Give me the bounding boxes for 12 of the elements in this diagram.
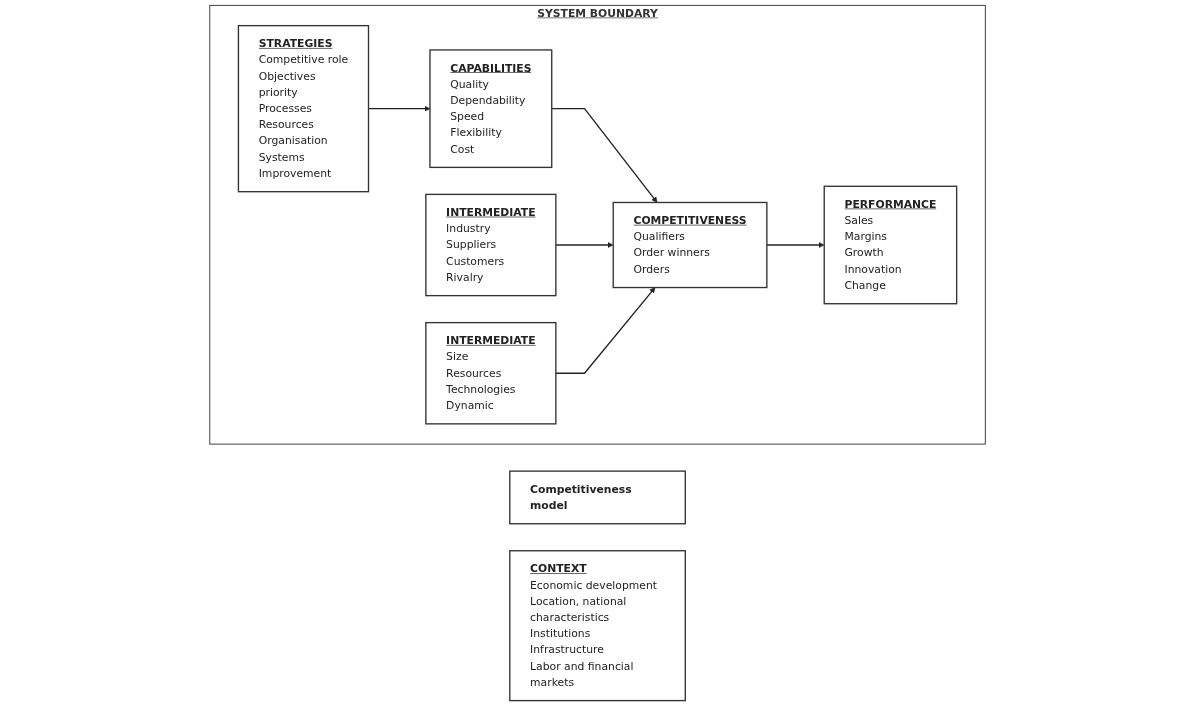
node-box: CONTEXT Economic development Location, national characteristics Institutions Infrastructure Labor and financial markets — [509, 550, 686, 702]
node-box: Competitiveness model — [509, 470, 686, 525]
node-box: STRATEGIES Competitive role Objectives priority Processes Resources Organisation Systems Improvement — [237, 24, 370, 193]
node-box: PERFORMANCE Sales Margins Growth Innovation Change — [823, 185, 958, 305]
node-box: COMPETITIVENESS Qualifiers Order winners Orders — [612, 201, 768, 289]
arrow — [551, 108, 658, 203]
arrow — [555, 287, 656, 374]
node-box: INTERMEDIATE Size Resources Technologies Dynamic — [425, 321, 557, 425]
arrow — [766, 242, 825, 248]
node-box: INTERMEDIATE Industry Suppliers Customers Rivalry — [425, 193, 557, 297]
node-box: CAPABILITIES Quality Dependability Speed Flexibility Cost — [429, 49, 553, 169]
arrow — [555, 242, 614, 248]
